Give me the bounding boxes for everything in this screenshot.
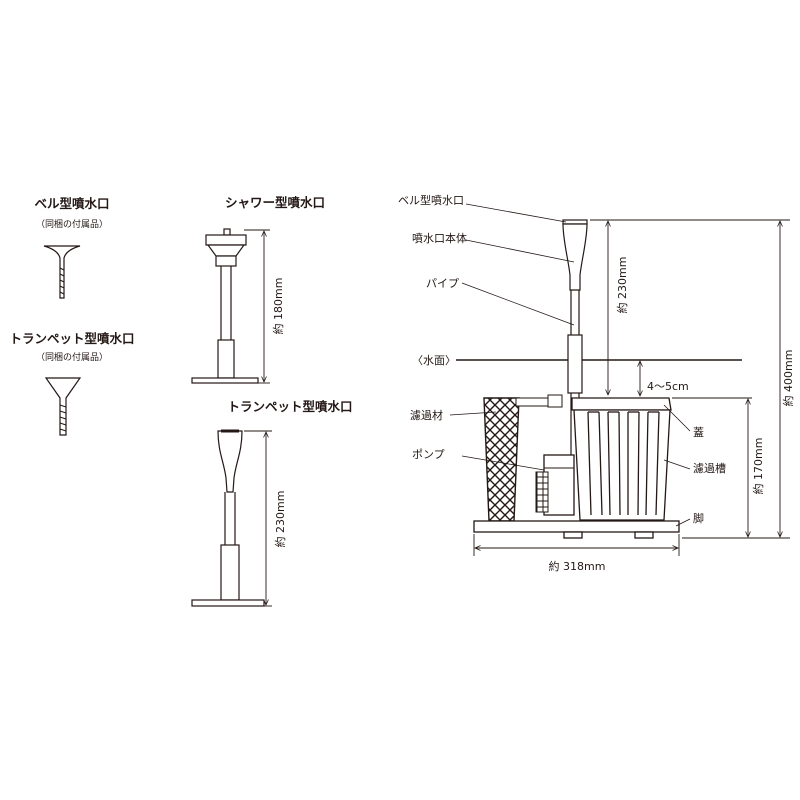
trumpet-assembly-title: トランペット型噴水口 xyxy=(227,399,352,414)
trumpet-height-label: 約 230mm xyxy=(273,491,287,548)
pump xyxy=(535,454,575,516)
trumpet-nozzle-assembly: トランペット型噴水口 約 230mm xyxy=(191,399,353,607)
shower-height-dimension xyxy=(244,229,270,384)
callout-pipe: パイプ xyxy=(426,277,459,290)
bell-nozzle-note: （同梱の付属品） xyxy=(36,218,108,230)
callout-lid: 蓋 xyxy=(693,426,704,439)
water-gap-dimension xyxy=(640,361,752,399)
callout-bell: ベル型噴水口 xyxy=(398,193,464,207)
callout-feet: 脚 xyxy=(693,511,704,525)
bell-nozzle-illustration xyxy=(43,245,81,299)
nozzle-height-label: 約 230mm xyxy=(615,257,629,314)
filter-tank xyxy=(571,397,672,521)
width-label: 約 318mm xyxy=(549,559,606,573)
trumpet-height-dimension xyxy=(244,430,272,607)
bell-nozzle-accessory: ベル型噴水口 （同梱の付属品） xyxy=(34,196,110,299)
base-and-feet xyxy=(473,520,680,539)
trumpet-nozzle-accessory: トランペット型噴水口 （同梱の付属品） xyxy=(9,331,135,436)
shower-assembly-title: シャワー型噴水口 xyxy=(225,195,325,210)
callout-pump: ポンプ xyxy=(412,448,445,461)
width-dimension xyxy=(473,534,680,556)
trumpet-nozzle-note: （同梱の付属品） xyxy=(36,351,108,363)
trumpet-nozzle-title: トランペット型噴水口 xyxy=(9,331,134,346)
shower-height-label: 約 180mm xyxy=(271,278,285,335)
trumpet-assembly-illustration xyxy=(191,429,265,607)
bell-nozzle-title: ベル型噴水口 xyxy=(34,196,109,211)
callout-filter-tank: 濾過槽 xyxy=(693,461,726,475)
shower-nozzle-assembly: シャワー型噴水口 約 180mm xyxy=(191,195,325,384)
callout-filter-media: 濾過材 xyxy=(410,408,443,422)
water-gap-label: 4～5cm xyxy=(647,380,689,393)
callout-leaders xyxy=(449,203,691,527)
total-height-label: 約 400mm xyxy=(781,350,795,407)
main-assembly: 〈水面〉 xyxy=(398,193,795,573)
nozzle-height-dimension xyxy=(590,219,616,395)
shower-assembly-illustration xyxy=(191,228,259,384)
total-height-dimension xyxy=(616,219,790,539)
water-surface-label: 〈水面〉 xyxy=(412,354,456,367)
trumpet-nozzle-illustration xyxy=(44,377,82,436)
callout-nozzle-body: 噴水口本体 xyxy=(412,231,467,245)
tank-height-label: 約 170mm xyxy=(751,438,765,495)
